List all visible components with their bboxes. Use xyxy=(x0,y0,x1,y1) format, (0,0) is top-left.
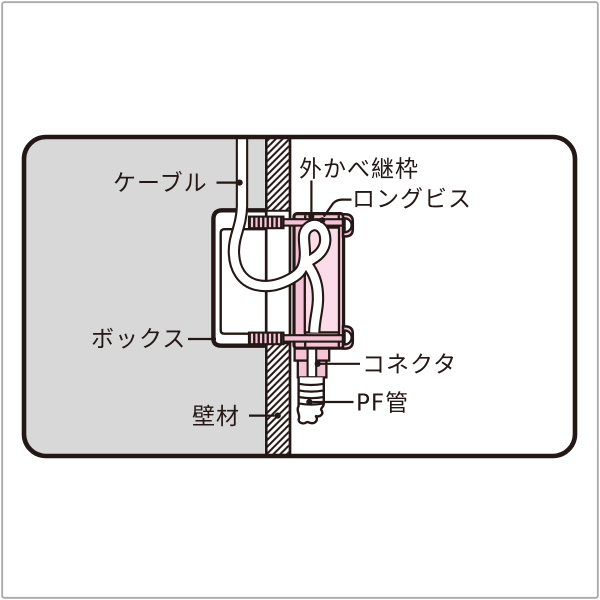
screw-hole-bottom xyxy=(343,329,353,346)
label-connector: コネクタ xyxy=(362,352,457,378)
leader-dots xyxy=(236,179,326,419)
dot-cable xyxy=(236,179,243,186)
label-pf-pipe: PF管 xyxy=(356,391,409,417)
long-screw-bottom-thread xyxy=(247,331,285,346)
outlet-box-inner-wall xyxy=(219,228,267,335)
screw-hole-top xyxy=(343,217,353,234)
label-joint-frame: 外かべ継枠 xyxy=(299,157,419,183)
wall-edge-lines xyxy=(264,137,292,456)
dot-pf-pipe xyxy=(306,398,313,406)
dot-long-screw xyxy=(319,217,326,224)
label-wall: 壁材 xyxy=(192,404,240,430)
panel-border xyxy=(21,134,578,459)
cable xyxy=(229,138,330,333)
label-long-screw: ロングビス xyxy=(352,187,472,213)
dot-joint-frame xyxy=(308,213,315,220)
wall-hatch-bottom xyxy=(267,344,289,456)
diagram-panel-content xyxy=(24,137,575,456)
long-screw-top-thread xyxy=(247,215,285,230)
leader-lines xyxy=(188,180,360,417)
label-box: ボックス xyxy=(91,327,186,353)
pf-pipe-ridges xyxy=(298,382,325,406)
dot-wall xyxy=(274,412,281,419)
label-cable: ケーブル xyxy=(113,171,208,197)
wall-hatch-top xyxy=(267,137,289,211)
leader-long-screw xyxy=(322,198,352,218)
dot-connector xyxy=(314,360,321,367)
